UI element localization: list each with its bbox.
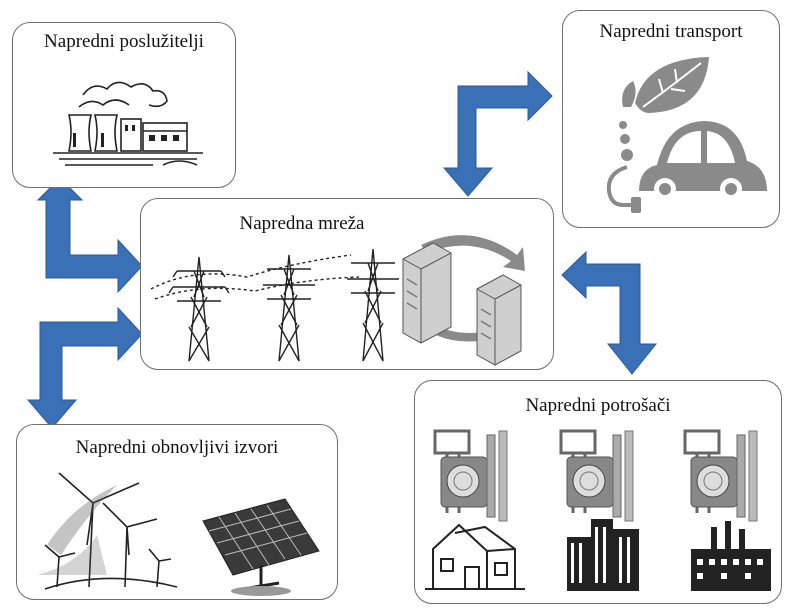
grid-consumers-arrow	[561, 250, 658, 375]
servers-node: Napredni poslužitelji	[12, 22, 236, 188]
server-icon	[402, 235, 525, 366]
office-buildings-icon	[567, 519, 639, 591]
consumers-node: Napredni potrošači	[414, 380, 782, 604]
transport-label: Napredni transport	[599, 21, 743, 42]
house-icon	[425, 523, 525, 590]
factory-icon	[691, 521, 771, 591]
leaf-icon	[622, 57, 709, 113]
grid-transport-arrow	[442, 70, 553, 197]
grid-node: Napredna mreža	[140, 198, 554, 370]
renewables-label: Napredni obnovljivi izvori	[75, 437, 279, 458]
grid-renewables-arrow	[26, 306, 143, 429]
power-plant-icon	[53, 81, 203, 166]
grid-label: Napredna mreža	[239, 213, 365, 234]
renewables-node: Napredni obnovljivi izvori	[16, 424, 338, 600]
consumers-label: Napredni potrošači	[525, 395, 671, 416]
servers-grid-arrow	[36, 177, 143, 294]
electric-car-icon	[606, 57, 767, 213]
wind-turbine-icon	[37, 472, 320, 596]
servers-label: Napredni poslužitelji	[44, 31, 204, 52]
smart-meter-icon	[425, 429, 771, 591]
solar-panel-icon	[202, 498, 320, 596]
transport-node: Napredni transport	[562, 10, 780, 228]
transmission-tower-icon	[150, 235, 525, 366]
